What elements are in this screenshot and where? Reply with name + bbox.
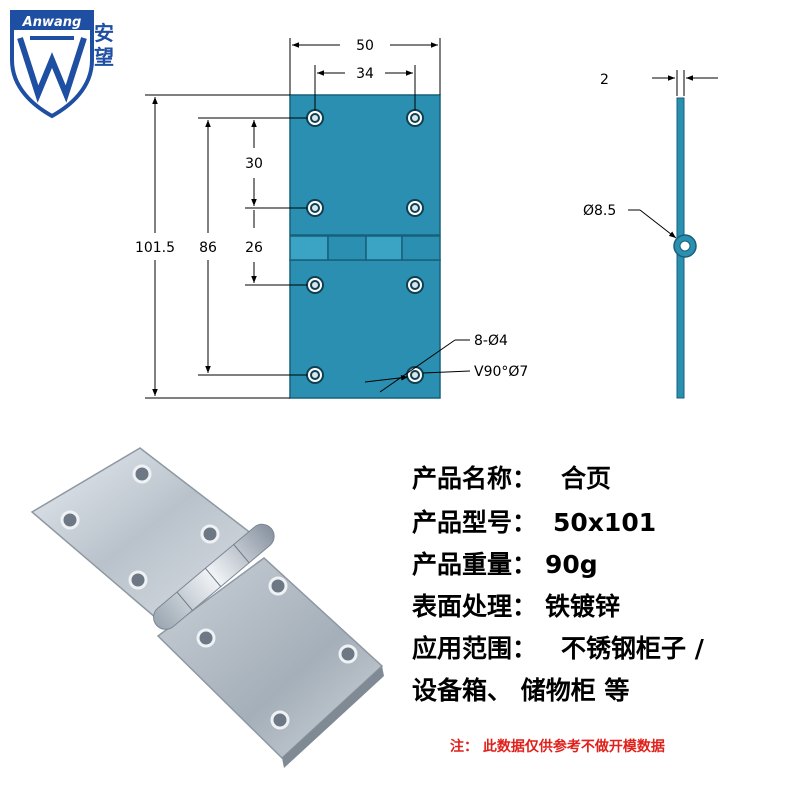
spec-weight: 产品重量：90g xyxy=(412,548,598,582)
product-photo xyxy=(20,440,400,790)
dim-hole-spacing-top: 30 xyxy=(245,156,263,172)
spec-usage-continued: 设备箱、 储物柜 等 xyxy=(412,674,629,708)
dim-holes: 8-Ø4 xyxy=(474,333,508,349)
hinge-side-view xyxy=(674,98,696,398)
dim-width-total: 50 xyxy=(356,38,374,54)
spec-finish: 表面处理：铁镀锌 xyxy=(412,590,620,624)
dim-height-total: 101.5 xyxy=(135,240,175,256)
spec-product-name: 产品名称：合页 xyxy=(412,462,611,496)
dim-countersink: V90°Ø7 xyxy=(474,364,528,380)
hinge-front-view xyxy=(290,95,440,398)
spec-model: 产品型号：50x101 xyxy=(412,506,656,540)
hinge-knuckles xyxy=(290,236,440,260)
dim-thickness: 2 xyxy=(600,72,609,88)
spec-usage: 应用范围：不锈钢柜子 / xyxy=(412,632,704,666)
dim-hole-spacing-x: 34 xyxy=(356,66,374,82)
disclaimer-note: 注： 此数据仅供参考不做开模数据 xyxy=(450,736,665,756)
dim-knuckle-diameter: Ø8.5 xyxy=(583,203,616,219)
technical-drawing: 50 34 101.5 86 30 26 8-Ø4 V90°Ø7 2 Ø8.5 xyxy=(0,0,800,420)
dim-hole-spacing-mid: 26 xyxy=(245,240,263,256)
dim-hole-spacing-y: 86 xyxy=(199,240,217,256)
